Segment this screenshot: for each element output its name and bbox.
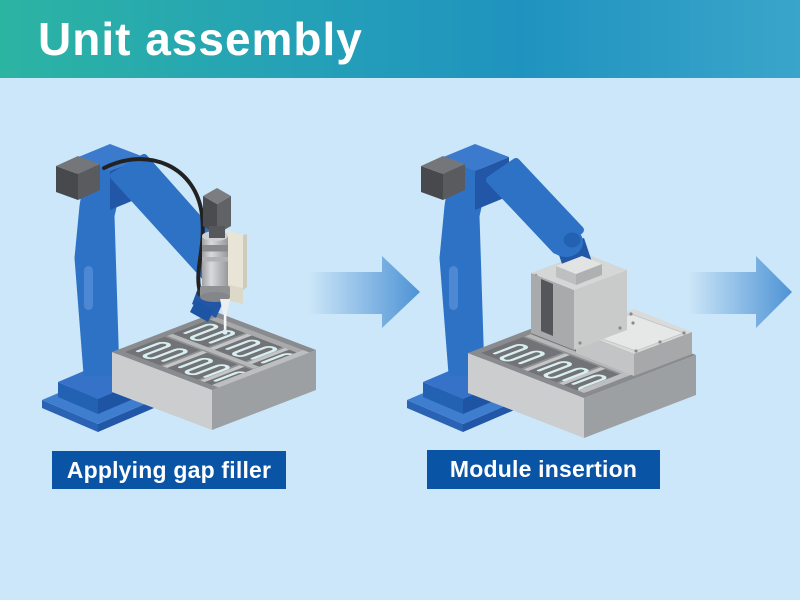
gripped-module [556,256,602,285]
arrow-right-icon [308,256,420,328]
page-title: Unit assembly [38,13,363,65]
module-tray [468,253,696,438]
dispenser-nozzle [220,299,230,314]
dispenser-tool [200,188,247,335]
gap-filler-dot [222,329,228,335]
dispenser-cable [102,157,205,294]
gap-filler-beads [125,317,325,393]
arrow-right-icon [688,256,792,328]
header-banner: Unit assembly [0,0,800,78]
gap-filler-tray [112,312,325,430]
step1-label: Applying gap filler [52,451,286,489]
step2-figure [407,144,696,438]
robot-wrist-right [486,158,602,285]
bracket-plate [227,230,243,290]
dispenser-head [203,196,217,234]
step2-label: Module insertion [427,450,660,489]
assembly-process-illustration [0,78,792,438]
step1-figure [42,144,325,432]
module-slot [541,279,553,336]
gap-filler-beads-right [481,334,634,396]
